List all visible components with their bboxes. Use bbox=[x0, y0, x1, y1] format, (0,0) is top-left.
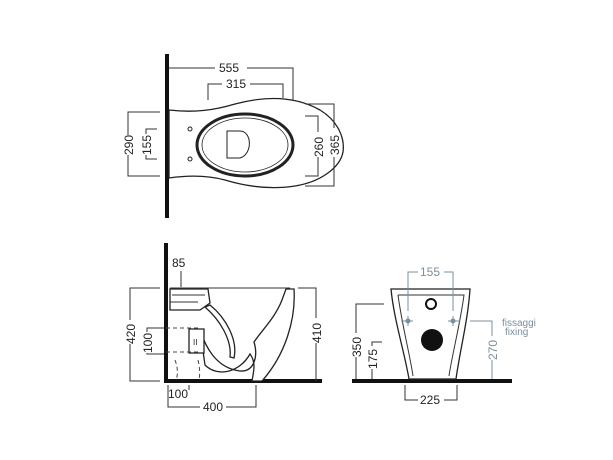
waste-pipe-hidden bbox=[166, 327, 201, 382]
plan-view: 555 315 290 155 260 365 bbox=[122, 54, 344, 218]
water-inlet bbox=[425, 298, 437, 310]
svg-text:II: II bbox=[193, 338, 197, 347]
dim-overall-length: 555 bbox=[219, 61, 239, 75]
fixing-note-it: fissaggi bbox=[502, 318, 536, 329]
dim-overall-height: 420 bbox=[124, 324, 138, 344]
dim-bowl-length: 315 bbox=[226, 77, 246, 91]
dim-overall-width: 365 bbox=[328, 135, 342, 155]
dim-bowl-width: 260 bbox=[312, 137, 326, 157]
dim-rim-height: 410 bbox=[310, 323, 324, 343]
dim-top-offset: 85 bbox=[172, 256, 186, 270]
dim-rear-width: 290 bbox=[122, 135, 136, 155]
dim-depth-to-foot: 400 bbox=[203, 400, 223, 414]
dim-foot-width: 225 bbox=[420, 393, 440, 407]
fixing-point-left bbox=[401, 316, 413, 326]
dim-waste-offset: 100 bbox=[168, 387, 188, 401]
dim-inlet-height: 350 bbox=[350, 337, 364, 357]
bowl-profile bbox=[199, 288, 295, 382]
fixing-hole bbox=[187, 126, 193, 132]
dim-fixing-height: 270 bbox=[486, 340, 500, 360]
side-view: II 85 420 100 410 100 400 bbox=[124, 243, 324, 414]
fixing-point-right bbox=[448, 316, 460, 326]
fixing-note-en: fixing bbox=[505, 327, 528, 338]
dim-fixing-spacing-rear: 155 bbox=[420, 265, 440, 279]
waste-outlet bbox=[421, 329, 443, 351]
fixing-hole bbox=[187, 156, 193, 162]
dim-outlet-height: 175 bbox=[366, 349, 380, 369]
dim-waste-height: 100 bbox=[141, 333, 155, 353]
seat-rim bbox=[195, 112, 295, 178]
outlet-spigot bbox=[188, 328, 205, 354]
rear-view: 155 350 175 270 fissaggi fixing 225 bbox=[350, 265, 536, 407]
bowl-outlet bbox=[226, 130, 250, 159]
dim-fixing-spacing: 155 bbox=[140, 135, 154, 155]
